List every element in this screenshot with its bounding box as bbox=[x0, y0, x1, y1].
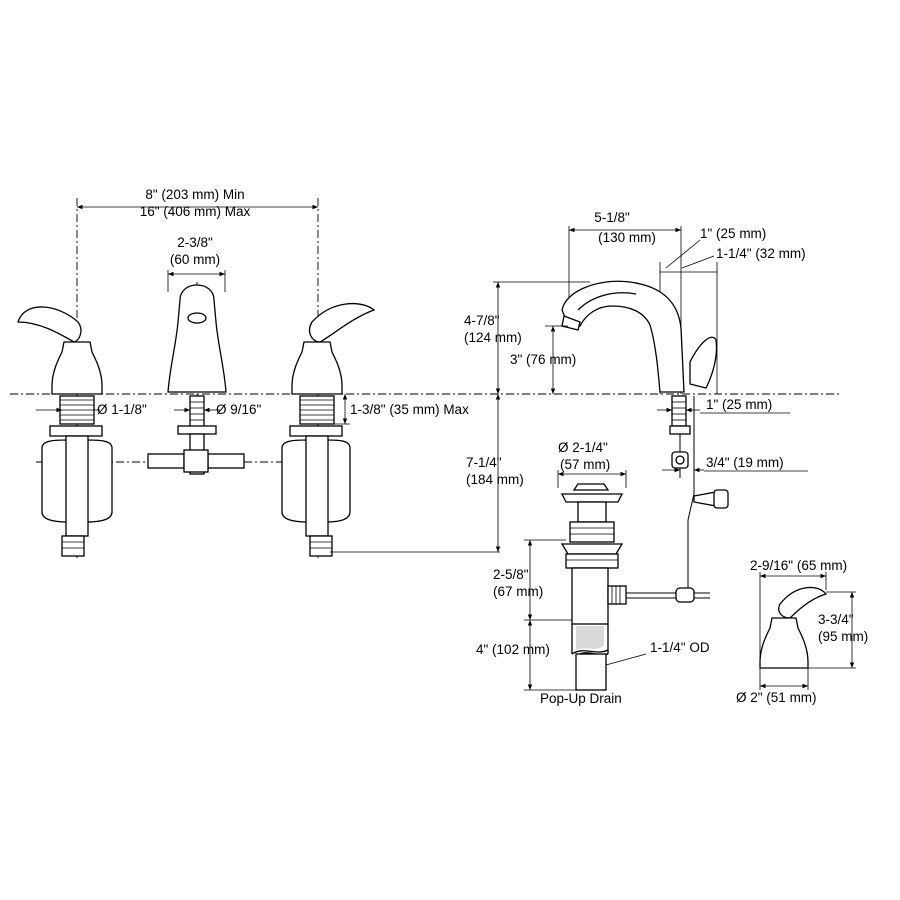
below-deck-in: 7-1/4" bbox=[466, 455, 502, 470]
height-in: 4-7/8" bbox=[464, 313, 500, 328]
reach-mm: (130 mm) bbox=[598, 230, 656, 245]
deck-thickness-label: 1-3/8" (35 mm) Max bbox=[350, 402, 469, 417]
body-len-in: 2-5/8" bbox=[493, 567, 529, 582]
flange-dia-in: Ø 2-1/4" bbox=[558, 440, 608, 455]
front-spout bbox=[147, 284, 245, 475]
drain-stopper bbox=[572, 483, 610, 491]
spout-clearance: 3" (76 mm) bbox=[510, 352, 576, 367]
shank-offset: 1" (25 mm) bbox=[706, 397, 772, 412]
right-handle bbox=[281, 302, 376, 557]
base-dim-1: 1" (25 mm) bbox=[700, 226, 766, 241]
leader-base-2 bbox=[681, 255, 715, 269]
body-len-mm: (67 mm) bbox=[493, 584, 543, 599]
height-mm: (124 mm) bbox=[464, 330, 522, 345]
drain-title: Pop-Up Drain bbox=[540, 691, 622, 706]
tail-od: 1-1/4" OD bbox=[650, 640, 710, 655]
flange-dia-mm: (57 mm) bbox=[560, 457, 610, 472]
spout-shank-diameter: Ø 9/16" bbox=[216, 402, 262, 417]
spout-width-in: 2-3/8" bbox=[177, 235, 213, 250]
side-faucet bbox=[561, 280, 729, 598]
base-dim-2: 1-1/4" (32 mm) bbox=[716, 246, 806, 261]
handle-height-in: 3-3/4" bbox=[818, 612, 854, 627]
side-view: 5-1/8" (130 mm) 1" (25 mm) 1-1/4" (32 mm… bbox=[464, 210, 808, 598]
leader-base-1 bbox=[665, 239, 701, 269]
spout-width-mm: (60 mm) bbox=[170, 252, 220, 267]
width-max-label: 16" (406 mm) Max bbox=[140, 204, 251, 219]
front-view: 8" (203 mm) Min 16" (406 mm) Max 2-3/8" … bbox=[17, 187, 500, 560]
handle-shank-diameter: Ø 1-1/8" bbox=[97, 402, 147, 417]
od-leader bbox=[605, 653, 647, 666]
handle-detail: 2-9/16" (65 mm) 3-3/4" (95 mm) Ø 2" (51 … bbox=[736, 558, 868, 705]
handle-length: 2-9/16" (65 mm) bbox=[750, 558, 847, 573]
left-handle bbox=[17, 306, 113, 557]
handle-base-dia: Ø 2" (51 mm) bbox=[736, 690, 817, 705]
reach-in: 5-1/8" bbox=[594, 210, 630, 225]
rod-offset: 3/4" (19 mm) bbox=[706, 455, 784, 470]
width-min-label: 8" (203 mm) Min bbox=[145, 187, 244, 202]
tail-length: 4" (102 mm) bbox=[476, 642, 550, 657]
pop-up-drain: Ø 2-1/4" (57 mm) 2-5/8" (67 mm) 4" ( bbox=[476, 440, 710, 706]
below-deck-mm: (184 mm) bbox=[466, 472, 524, 487]
handle-height-mm: (95 mm) bbox=[818, 629, 868, 644]
